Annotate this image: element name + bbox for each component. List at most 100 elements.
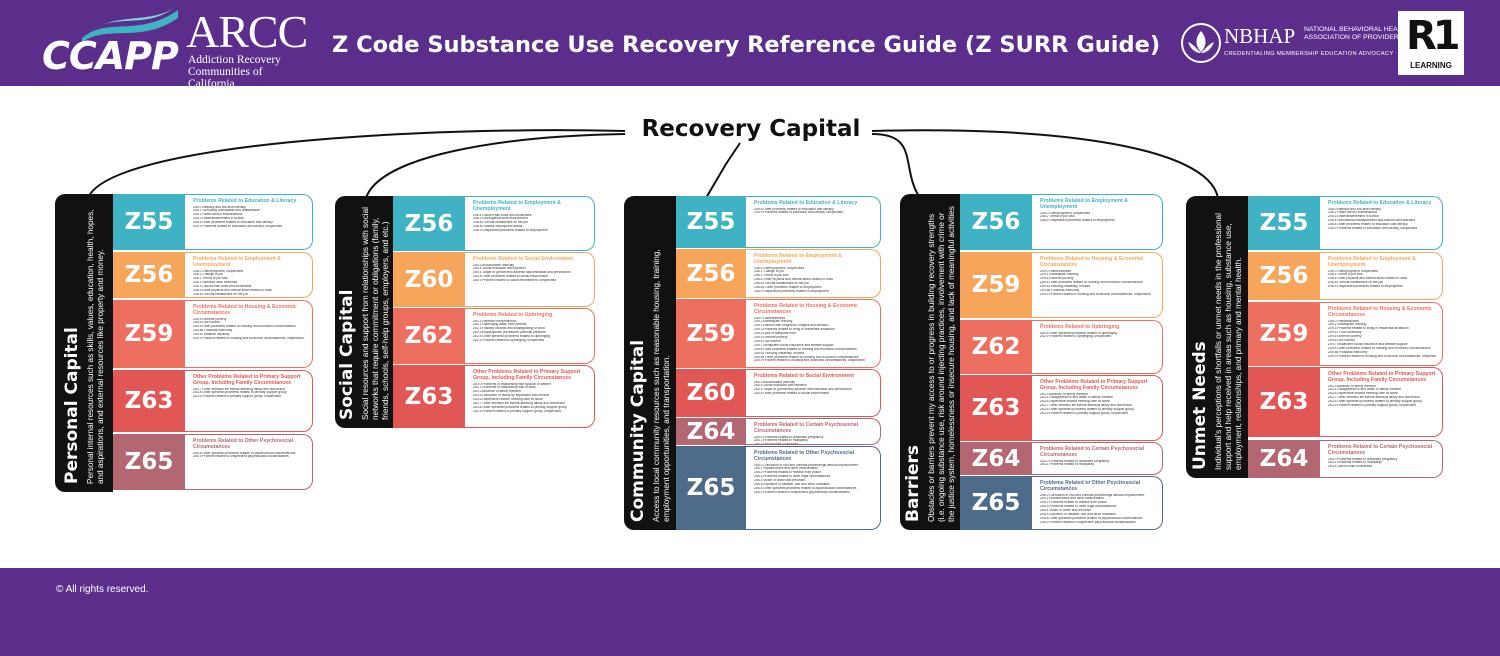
z-code-line: Z55.9 Problems related to education and … bbox=[754, 211, 844, 215]
z-code-heading: Problems Related to Certain Psychosocial… bbox=[754, 422, 859, 434]
z-code-details: Problems Related to Employment & Unemplo… bbox=[746, 249, 881, 298]
z-code-line: Z59.89 Other problems related to housing… bbox=[754, 355, 859, 359]
z-code-line: Z56.9 Unspecified problems related to em… bbox=[754, 289, 829, 293]
z-code-line: Z59.87 Material hardship bbox=[193, 333, 230, 337]
z-code-line: Z56.89 Other problems related to employm… bbox=[754, 286, 822, 290]
z-code-tile: Z64 bbox=[676, 418, 746, 445]
z-code-line: Z56.9 Unspecified problems related to em… bbox=[473, 229, 548, 233]
z-code-line: Z65.8 Other specified problems related t… bbox=[1040, 516, 1143, 520]
z-code-line: Z56.81 Sexual harassment on the job bbox=[1328, 281, 1383, 285]
z-code-line: Z62.9 Problem related to upbringing, uns… bbox=[1040, 335, 1112, 339]
z-code-line: Z63.8 Other specified problems related t… bbox=[1040, 408, 1134, 412]
z-code-line: Z65.8 Other specified problems related t… bbox=[193, 451, 296, 455]
z-code-line: Z65.5 Exposure to disaster, war and othe… bbox=[754, 483, 830, 487]
z-code-line: Z60.5 Target of (perceived) adverse disc… bbox=[754, 388, 852, 392]
z-code-heading: Problems Related to Upbringing bbox=[1040, 324, 1120, 330]
z-code-heading: Other Problems Related to Primary Suppor… bbox=[1040, 379, 1148, 391]
z-code-line: Z59.3 Problems related to living in resi… bbox=[754, 328, 835, 332]
r1-learning-logo: R1 LEARNING bbox=[1398, 11, 1464, 75]
z-code-heading: Problems Related to Housing & Economic C… bbox=[1328, 306, 1432, 318]
z-code-tile: Z59 bbox=[113, 300, 185, 368]
z-code-tile: Z56 bbox=[113, 252, 185, 298]
z-code-line: Z60.8 Other problems related to social e… bbox=[473, 275, 549, 279]
z-code-line: Z59.0 Homelessness bbox=[1328, 319, 1359, 323]
z-code-details: Problems Related to Certain Psychosocial… bbox=[1032, 442, 1163, 475]
z-code-line: Z55.0 Illiteracy and low-level literacy bbox=[1328, 207, 1381, 211]
z-code-line: Z55.9 Problems related to education and … bbox=[193, 225, 283, 229]
z-code-line: Z55.8 Other problems related to educatio… bbox=[193, 221, 273, 225]
z-code-line: Z59.4 Lack of adequate food bbox=[754, 332, 796, 336]
copyright-text: © All rights reserved. bbox=[56, 584, 149, 595]
z-code-line: Z59.5 Extreme poverty bbox=[1040, 277, 1074, 281]
z-code-tile: Z55 bbox=[113, 194, 185, 250]
z-code-line: Z65.4 Victim of crime and terrorism bbox=[1040, 509, 1092, 513]
z-code-line: Z60.3 Acculturation difficulty bbox=[473, 263, 514, 267]
z-code-line: Z59.8 Other problems related to housing … bbox=[193, 325, 296, 329]
z-code-tile: Z65 bbox=[113, 434, 185, 490]
z-code-line: Z55.9 Problems related to education and … bbox=[1328, 227, 1418, 231]
z-code-line: Z63.7 Other stressful life events affect… bbox=[1328, 396, 1420, 400]
section-title: Community Capital bbox=[628, 339, 648, 522]
z-code-details: Other Problems Related to Primary Suppor… bbox=[465, 365, 595, 428]
z-code-line: Z64.0 Problems related to unwanted pregn… bbox=[754, 435, 824, 439]
z-code-heading: Problems Related to Certain Psychosocial… bbox=[1328, 444, 1433, 456]
z-code-line: Z64.0 Problems related to unwanted pregn… bbox=[1040, 459, 1110, 463]
section-description: Individual's perceptions of shortfalls o… bbox=[1214, 213, 1243, 470]
z-code-line: Z56.2 Threat of job loss bbox=[1040, 215, 1075, 219]
z-code-line: Z63.9 Problem related to primary support… bbox=[1328, 404, 1416, 408]
z-code-tile: Z55 bbox=[676, 196, 746, 248]
z-code-heading: Other Problems Related to Primary Suppor… bbox=[473, 369, 581, 381]
z-code-heading: Problems Related to Employment & Unemplo… bbox=[193, 256, 281, 268]
arcc-logo: ARCC Addiction Recovery Communities of C… bbox=[186, 9, 310, 91]
z-code-line: Z65.1 Imprisonment and other incarcerati… bbox=[754, 467, 818, 471]
z-code-details: Problems Related to Housing & Economic C… bbox=[1320, 302, 1443, 366]
z-code-heading: Problems Related to Housing & Economic C… bbox=[754, 303, 858, 315]
z-code-line: Z59.41 Food insecurity bbox=[1328, 331, 1362, 335]
z-code-tile: Z63 bbox=[113, 370, 185, 432]
z-code-tile: Z56 bbox=[960, 194, 1032, 250]
z-code-line: Z56.9 Unspecified problems related to em… bbox=[1040, 219, 1115, 223]
z-code-heading: Problems Related to Employment & Unemplo… bbox=[473, 200, 561, 212]
z-code-line: Z59.7 Insufficient social insurance and … bbox=[754, 343, 834, 347]
z-code-line: Z59.1 Inadequate housing bbox=[1040, 273, 1079, 277]
z-code-line: Z65.0 Conviction in civil and criminal p… bbox=[1040, 493, 1145, 497]
page-title: Z Code Substance Use Recovery Reference … bbox=[332, 32, 1161, 58]
z-code-line: Z65.9 Problem related to unspecified psy… bbox=[1040, 520, 1136, 524]
z-code-line: Z56.0 Unemployment, unspecified bbox=[1040, 211, 1091, 215]
z-code-heading: Other Problems Related to Primary Suppor… bbox=[1328, 371, 1436, 383]
z-code-line: Z63.5 Disruption of family by separation… bbox=[473, 394, 550, 398]
z-code-line: Z63.7 Other stressful life events affect… bbox=[473, 402, 565, 406]
z-code-line: Z63.7 Other stressful life events affect… bbox=[193, 387, 285, 391]
z-code-line: Z59.86 Financial insecurity bbox=[1328, 350, 1368, 354]
z-code-line: Z56.6 Other physical and mental strain r… bbox=[1328, 277, 1408, 281]
z-code-line: Z59.3 Problems related to living in resi… bbox=[1328, 327, 1409, 331]
z-code-details: Problems Related to Employment & Unemplo… bbox=[465, 196, 595, 251]
z-code-line: Z62.2 Upbringing away from parents bbox=[473, 323, 527, 327]
z-code-line: Z59.6 Low income bbox=[1328, 339, 1355, 343]
z-code-line: Z59.1 Inadequate housing bbox=[1328, 323, 1367, 327]
z-code-line: Z56.0 Unemployment, unspecified bbox=[1328, 269, 1379, 273]
z-code-line: Z56.5 Uncongenial work environment bbox=[473, 217, 528, 221]
z-code-line: Z59.9 Problem related to housing and eco… bbox=[1328, 354, 1436, 358]
z-code-heading: Problems Related to Certain Psychosocial… bbox=[1040, 446, 1145, 458]
z-code-heading: Problems Related to Social Environment bbox=[754, 373, 855, 379]
z-code-line: Z63.3 Absence of family member bbox=[473, 390, 522, 394]
z-code-line: Z63.1 Problems in relationship with in-l… bbox=[473, 386, 536, 390]
z-code-heading: Problems Related to Employment & Unemplo… bbox=[1328, 256, 1416, 268]
z-code-tile: Z65 bbox=[676, 446, 746, 530]
z-code-details: Other Problems Related to Primary Suppor… bbox=[1032, 375, 1163, 441]
z-code-tile: Z63 bbox=[393, 365, 465, 428]
z-code-details: Problems Related to Other Psychosocial C… bbox=[746, 446, 881, 530]
z-code-heading: Problems Related to Education & Literacy bbox=[1328, 200, 1432, 206]
z-code-line: Z59.7 Insufficient social insurance and … bbox=[1328, 342, 1408, 346]
z-code-line: Z62.8 Other specified problems related t… bbox=[1040, 331, 1117, 335]
z-code-line: Z59.0 Homelessness bbox=[754, 316, 785, 320]
